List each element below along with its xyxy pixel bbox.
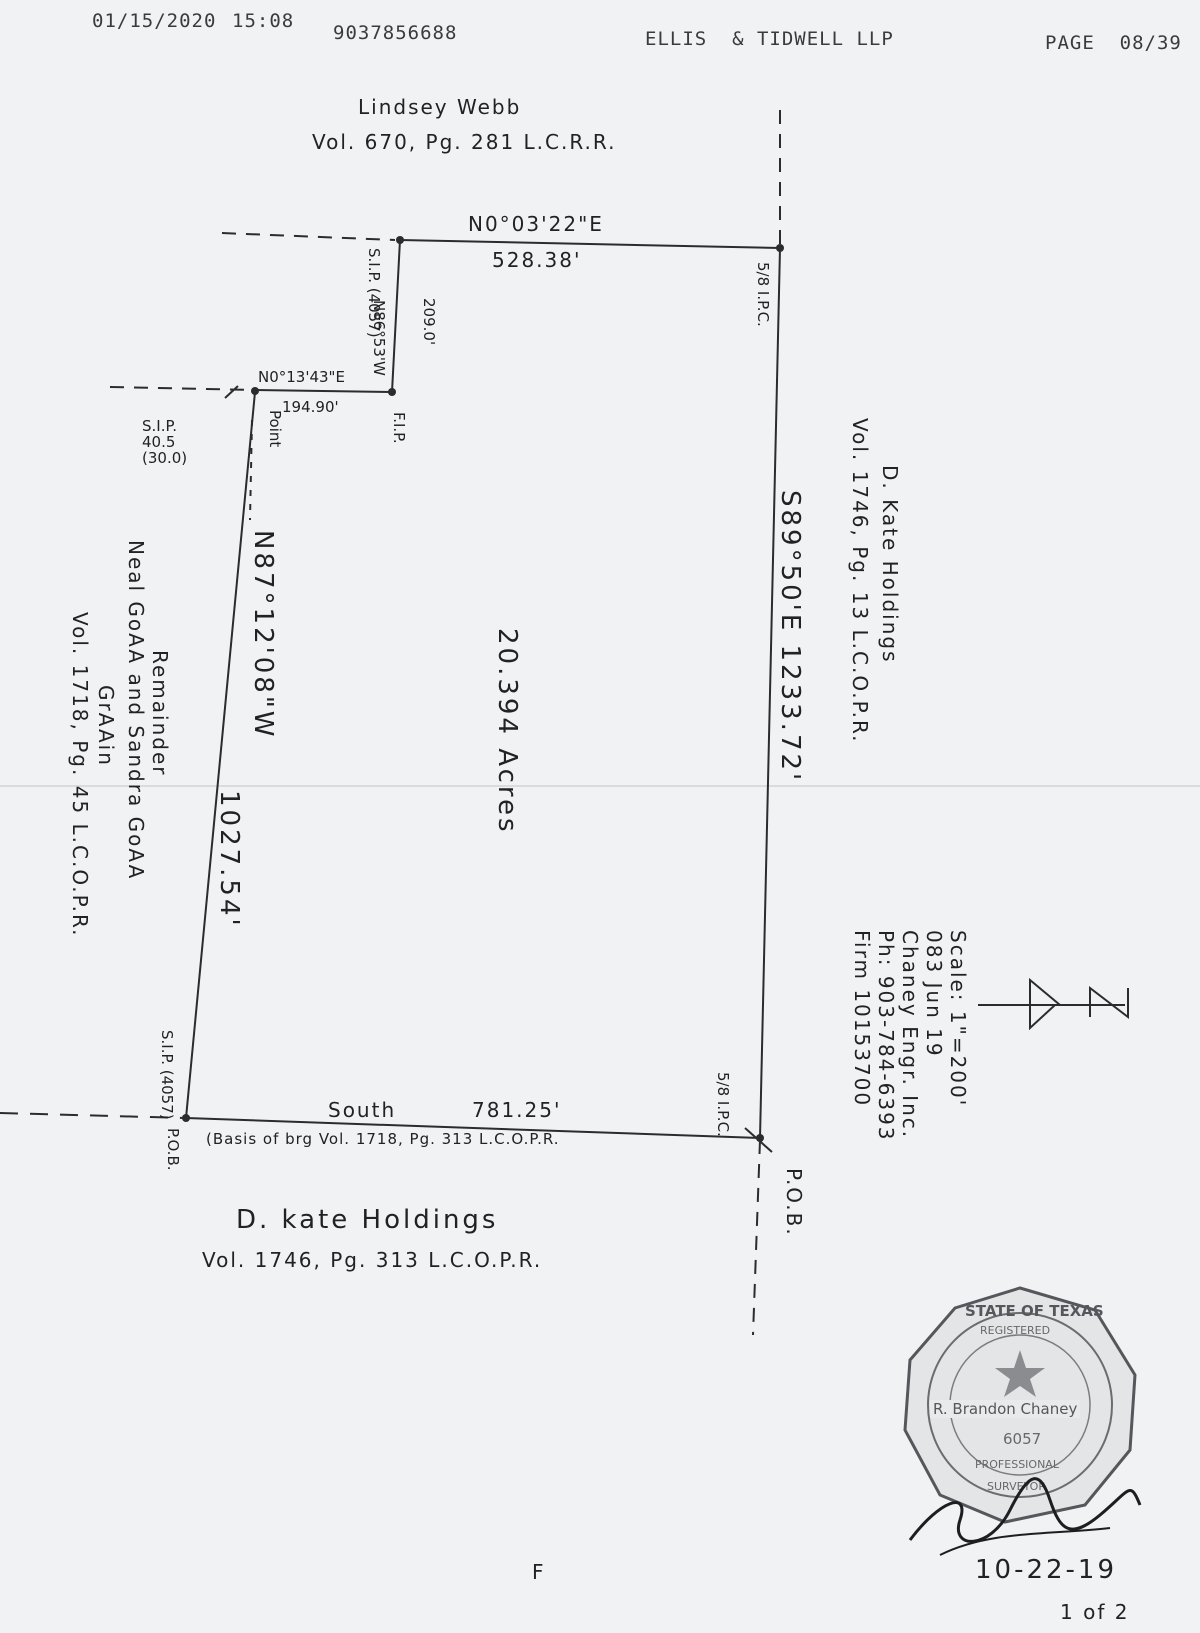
north-adjoiner-name: Lindsey Webb (358, 95, 522, 119)
corner-monument (756, 1134, 764, 1142)
jog-line (391, 239, 401, 393)
sip-west-label: S.I.P. 40.5 (30.0) (142, 417, 188, 467)
phone-line: Ph: 903-784-6393 (874, 930, 898, 1142)
tract-area: 20.394 Acres (492, 628, 522, 835)
job-date-line: 083 Jun 19 (922, 930, 946, 1058)
south-adjoiner-name: D. kate Holdings (236, 1205, 499, 1235)
firm-line: Firm 10153700 (850, 930, 874, 1108)
west-adjoiner-record: Vol. 1718, Pg. 45 L.C.O.P.R. (68, 612, 92, 938)
ne-corner-label: 5/8 I.P.C. (754, 262, 772, 327)
north-arrow-label: N (1135, 980, 1136, 981)
surveyor-seal: STATE OF TEXAS REGISTERED R. Brandon Cha… (895, 1280, 1145, 1530)
west-adjoiner-line2: Neal GoAA and Sandra GoAA (124, 540, 148, 881)
sheet-number: 1 of 2 (1060, 1600, 1130, 1624)
west-bearing: N87°12'08"W (248, 530, 278, 740)
pob-east-label: P.O.B. (782, 1168, 806, 1237)
south-bearing: South (328, 1098, 397, 1122)
east-adjoiner-record: Vol. 1746, Pg. 13 L.C.O.P.R. (848, 418, 872, 744)
step-line (254, 389, 393, 393)
corner-monument (388, 388, 396, 396)
fax-date: 01/15/2020 (92, 10, 217, 32)
corner-monument (182, 1114, 190, 1122)
step-bearing: N0°13'43"E (258, 368, 345, 386)
fold-crease (0, 785, 1200, 787)
west-boundary-line (185, 391, 256, 1119)
east-line-extension-south (752, 1139, 761, 1336)
sw-corner-label: S.I.P. (4057) (158, 1030, 176, 1120)
seal-state: STATE OF TEXAS (965, 1302, 1104, 1320)
step-distance: 194.90' (282, 398, 339, 416)
west-adjoiner-line3: GrAAin (94, 685, 118, 767)
seal-surveyor: SURVEYOR (987, 1480, 1046, 1493)
east-boundary-call: S89°50'E 1233.72' (775, 490, 805, 784)
corner-monument (776, 244, 784, 252)
south-line-extension (0, 1112, 187, 1119)
jog-distance: 209.0' (420, 298, 438, 346)
south-boundary-line (185, 1117, 761, 1139)
basis-of-bearing: (Basis of brg Vol. 1718, Pg. 313 L.C.O.P… (206, 1130, 560, 1148)
engineer-line: Chaney Engr. Inc. (898, 930, 922, 1140)
step-line-extension (109, 386, 256, 391)
north-distance: 528.38' (492, 248, 582, 272)
west-dotted-tick (249, 419, 253, 521)
south-distance: 781.25' (472, 1098, 562, 1122)
se-corner-label: 5/8 I.P.C. (714, 1072, 732, 1137)
stray-mark: F (532, 1560, 546, 1584)
fax-page: PAGE 08/39 (1045, 32, 1182, 54)
north-bearing: N0°03'22"E (468, 212, 604, 236)
signature-date: 10-22-19 (975, 1555, 1118, 1585)
seal-license-number: 6057 (1003, 1430, 1042, 1448)
west-adjoiner-line1: Remainder (148, 650, 172, 777)
north-arrow-head (1029, 977, 1061, 1031)
seal-surveyor-name: R. Brandon Chaney (930, 1400, 1081, 1418)
north-boundary-line (399, 239, 781, 249)
fax-number: 9037856688 (333, 22, 458, 44)
corner-monument (251, 387, 259, 395)
east-boundary-line (759, 247, 781, 1139)
corner-tick (224, 385, 239, 399)
seal-registered: REGISTERED (980, 1324, 1051, 1337)
pob-west-label: P.O.B. (164, 1128, 182, 1171)
east-adjoiner-name: D. Kate Holdings (878, 465, 902, 664)
scale-line: Scale: 1"=200' (946, 930, 970, 1108)
north-arrow-letter (1089, 985, 1129, 1020)
north-adjoiner-record: Vol. 670, Pg. 281 L.C.R.R. (312, 130, 617, 154)
step-east-corner-label: F.I.P. (390, 412, 408, 444)
fax-sender: ELLIS & TIDWELL LLP (645, 28, 894, 50)
seal-profession: PROFESSIONAL (975, 1458, 1059, 1471)
scale-block: Scale: 1"=200' 083 Jun 19 Chaney Engr. I… (850, 930, 970, 1142)
west-distance: 1027.54' (214, 790, 244, 929)
south-adjoiner-record: Vol. 1746, Pg. 313 L.C.O.P.R. (202, 1248, 543, 1272)
nw-corner-label: S.I.P. (4057) (365, 248, 383, 338)
surveyor-signature (908, 1477, 1142, 1556)
corner-monument (396, 236, 404, 244)
north-line-extension (221, 232, 396, 241)
fax-time: 15:08 (232, 10, 295, 32)
